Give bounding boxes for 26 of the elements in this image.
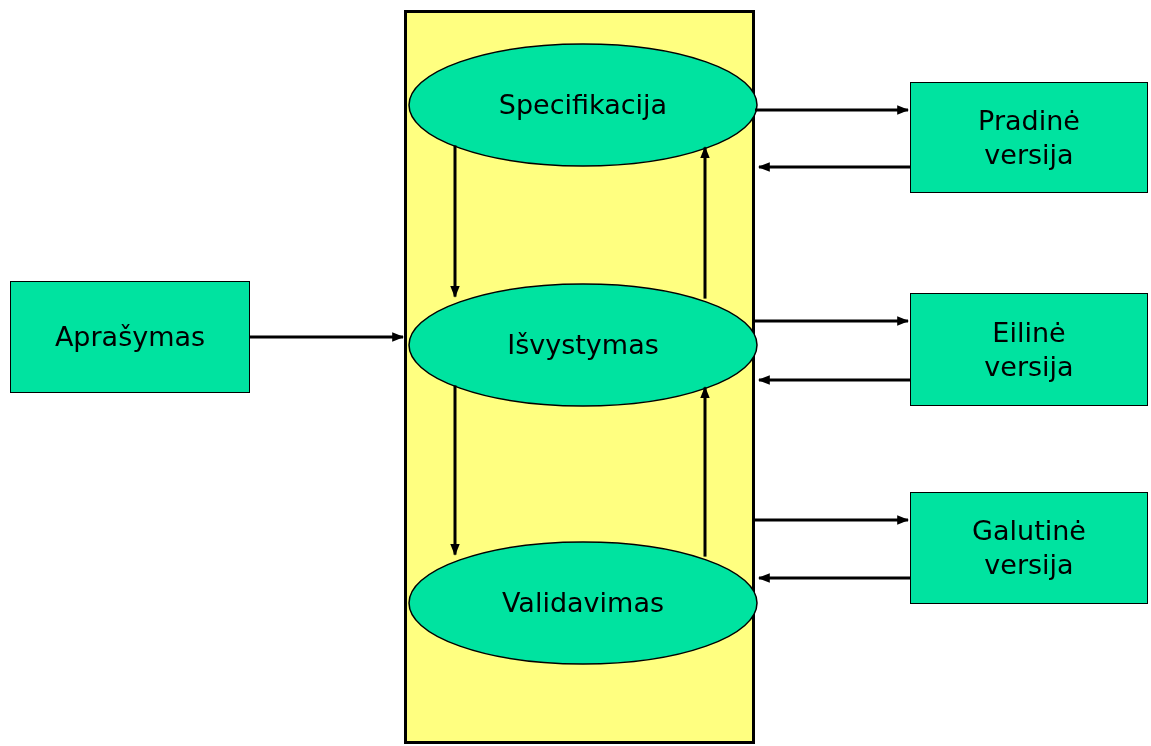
node-label: Išvystymas [507, 328, 659, 362]
process-band [404, 10, 755, 744]
process-box [910, 82, 1148, 193]
process-box [910, 492, 1148, 604]
node-label: Validavimas [502, 586, 664, 620]
arrow [700, 146, 710, 299]
node-label: Galutinė versija [971, 514, 1087, 582]
process-box [10, 281, 250, 393]
arrow [757, 375, 910, 385]
node-label: Pradinė versija [977, 103, 1081, 172]
node-label: Specifikacija [498, 88, 668, 122]
arrow [700, 386, 710, 557]
arrow [250, 332, 405, 342]
arrow [755, 105, 910, 115]
node-label: Aprašymas [54, 320, 206, 354]
arrow [755, 515, 910, 525]
arrow [450, 145, 460, 298]
arrow [757, 162, 910, 172]
arrow [450, 385, 460, 556]
process-ellipse [408, 283, 758, 407]
process-ellipse [408, 43, 758, 167]
process-box [910, 293, 1148, 406]
arrow [757, 573, 910, 583]
node-label: Eilinė versija [983, 315, 1075, 384]
process-ellipse [408, 541, 758, 665]
arrow [755, 316, 910, 326]
